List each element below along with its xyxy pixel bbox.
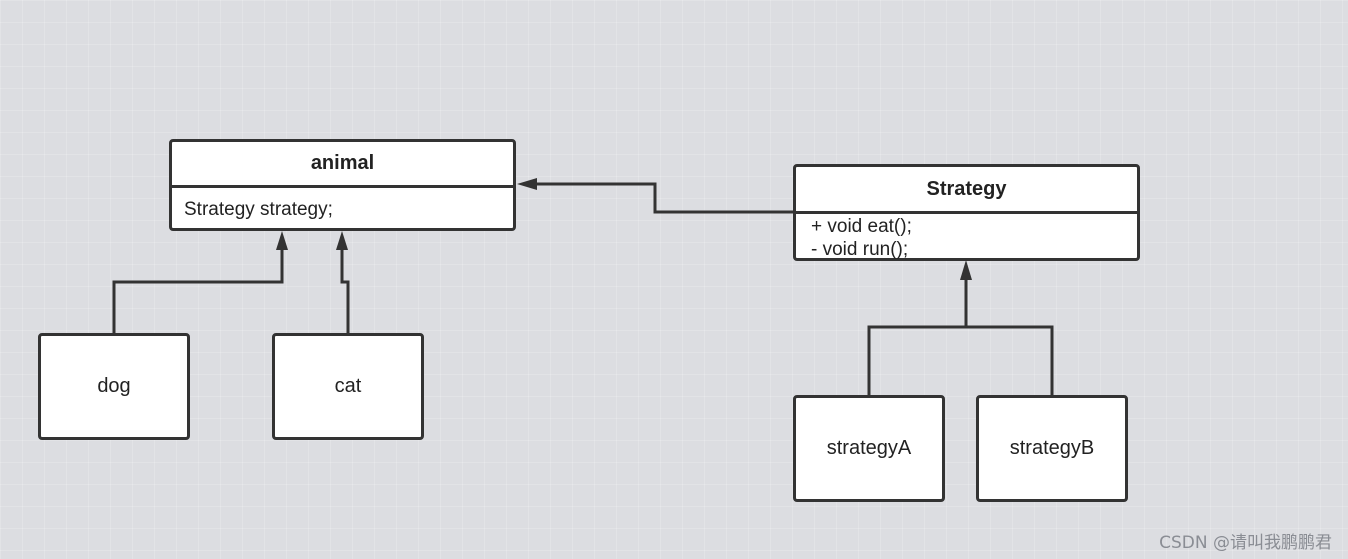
strategy-method: + void eat();	[811, 216, 912, 237]
strategy-class[interactable]: Strategy + void eat(); - void run();	[793, 164, 1140, 261]
animal-class-header: animal	[172, 142, 513, 188]
dog-box[interactable]: dog	[38, 333, 190, 440]
strategyB-label: strategyB	[1009, 437, 1095, 459]
strategy-class-header: Strategy	[796, 167, 1137, 214]
strategyA-to-strategy-connector	[867, 325, 1054, 396]
animal-attribute: Strategy strategy;	[184, 199, 333, 220]
animal-class[interactable]: animal Strategy strategy;	[169, 139, 516, 231]
dog-to-animal-connector	[112, 248, 284, 333]
strategyA-label: strategyA	[826, 437, 912, 459]
cat-to-animal-connector	[340, 248, 350, 333]
dog-label: dog	[97, 375, 131, 397]
strategyB-box[interactable]: strategyB	[976, 395, 1128, 502]
strategy-to-animal-arrowhead	[517, 178, 537, 190]
strategy-class-name: Strategy	[926, 177, 1007, 200]
cat-to-animal-arrowhead	[336, 231, 348, 250]
strategy-class-methods: + void eat(); - void run();	[796, 214, 1137, 261]
strategyA-box[interactable]: strategyA	[793, 395, 945, 502]
dog-to-animal-arrowhead	[276, 231, 288, 250]
cat-label: cat	[334, 375, 362, 397]
animal-class-attributes: Strategy strategy;	[172, 188, 513, 221]
strategy-method: - void run();	[811, 239, 909, 260]
strategy-inheritance-arrowhead	[960, 260, 972, 280]
strategy-to-animal-connector	[536, 182, 794, 214]
watermark: CSDN @请叫我鹏鹏君	[1159, 533, 1332, 553]
cat-box[interactable]: cat	[272, 333, 424, 440]
animal-class-name: animal	[310, 152, 375, 174]
